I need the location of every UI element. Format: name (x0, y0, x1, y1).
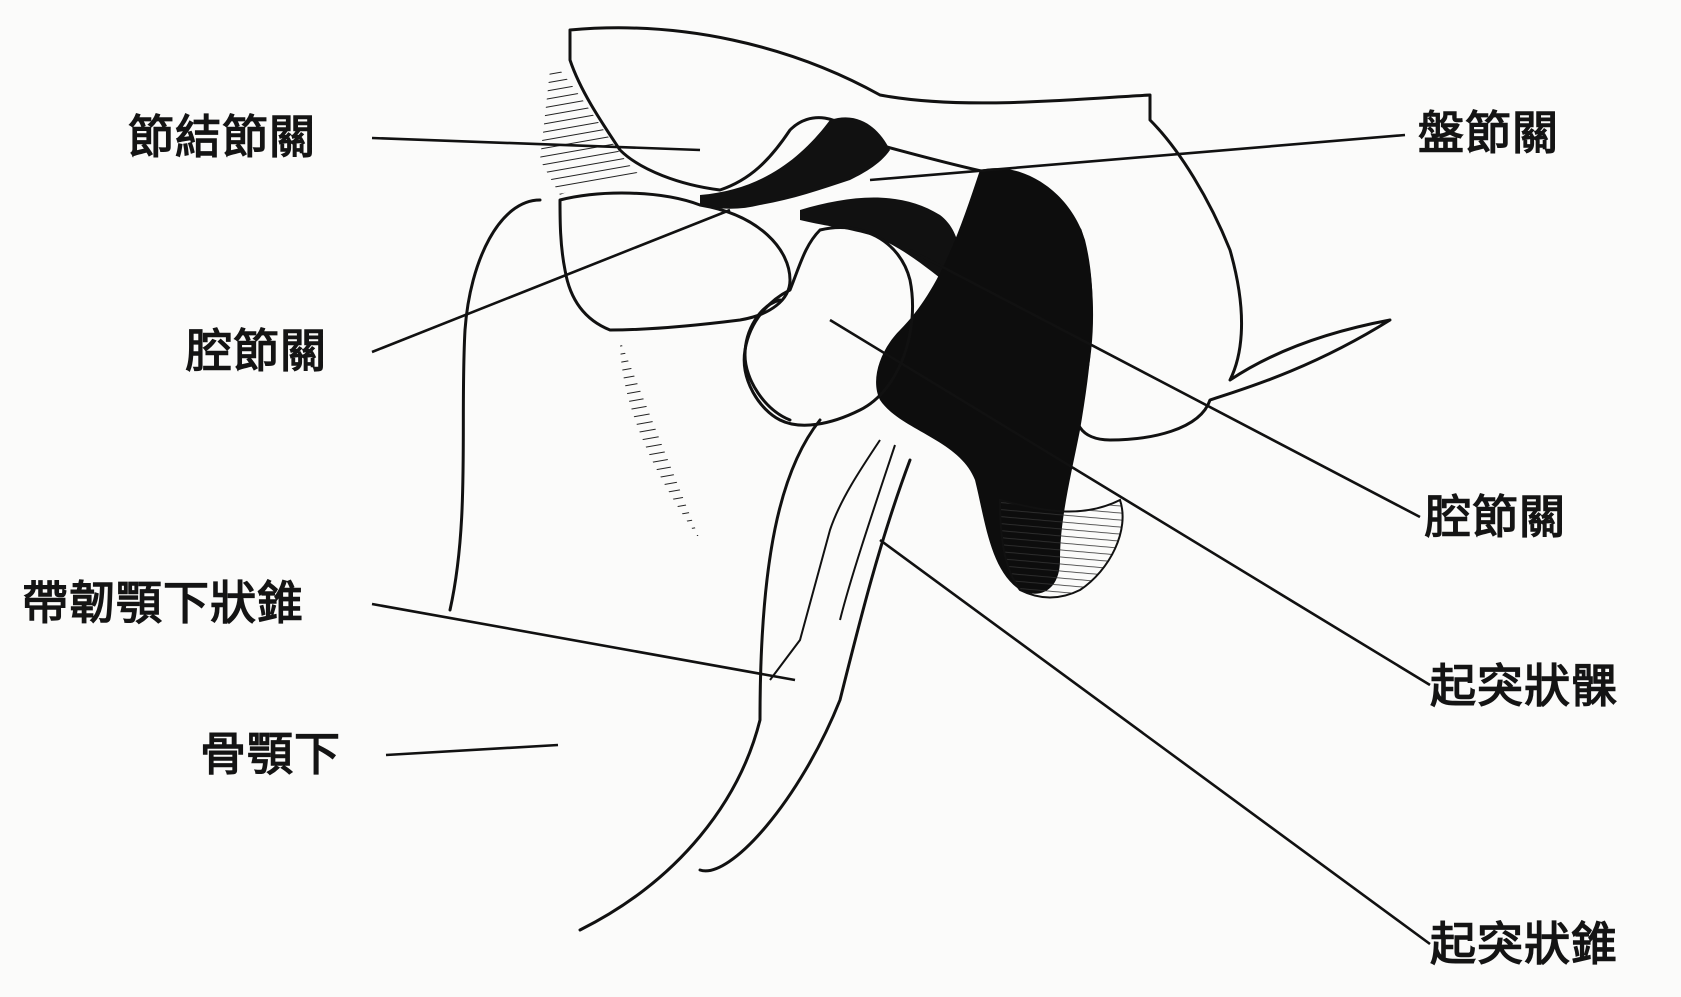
leader-line-right-4 (880, 540, 1430, 944)
label-right-4: 起突狀錐 (1430, 921, 1618, 967)
label-left-4: 骨顎下 (200, 731, 341, 777)
joint-cavity (700, 117, 1123, 597)
mandible (450, 200, 910, 930)
leader-line-left-4 (386, 745, 558, 755)
label-left-1: 節結節關 (128, 114, 316, 160)
label-right-1: 盤節關 (1418, 110, 1559, 156)
leader-line-left-1 (372, 138, 700, 150)
leader-line-left-2 (372, 210, 730, 352)
label-right-3: 起突狀髁 (1430, 663, 1618, 709)
label-right-2: 腔節關 (1425, 494, 1566, 540)
label-left-2: 腔節關 (186, 328, 327, 374)
leader-line-right-3 (830, 320, 1430, 685)
leader-line-left-3 (372, 604, 795, 680)
articular-eminence (560, 193, 790, 330)
label-left-3: 帶韌顎下狀錐 (22, 580, 304, 626)
leader-line-right-1 (870, 135, 1405, 180)
